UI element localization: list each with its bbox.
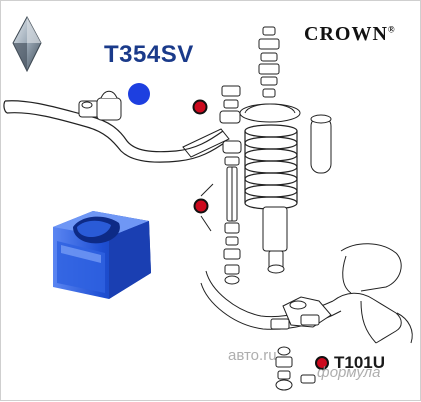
lower-bushing-stack bbox=[275, 346, 316, 391]
brand-diamond-icon bbox=[12, 15, 42, 73]
strut-top-mount bbox=[239, 26, 301, 123]
part-code-main: T354SV bbox=[104, 41, 194, 68]
marker-dot-secondary bbox=[315, 356, 329, 370]
sway-bar bbox=[3, 100, 230, 163]
part-code-secondary: T101U bbox=[334, 353, 386, 372]
bushing-product-photo bbox=[53, 211, 151, 299]
link-upper-parts bbox=[219, 85, 242, 166]
marker-dot-link-top bbox=[192, 99, 208, 115]
brand-name: CROWN® bbox=[304, 23, 396, 45]
marker-dot-link-mid bbox=[193, 198, 209, 214]
marker-dot-main bbox=[128, 83, 150, 105]
registered-mark: ® bbox=[387, 24, 396, 35]
coil-spring bbox=[244, 124, 298, 210]
sway-bar-bushing-bracket bbox=[78, 90, 122, 121]
watermark-left: авто.ru bbox=[228, 347, 277, 364]
watermark-right: формула bbox=[317, 364, 381, 381]
ball-joint-bracket bbox=[270, 296, 332, 330]
bump-stop bbox=[310, 114, 332, 174]
stabilizer-link bbox=[223, 166, 241, 285]
shock-absorber bbox=[262, 206, 288, 274]
